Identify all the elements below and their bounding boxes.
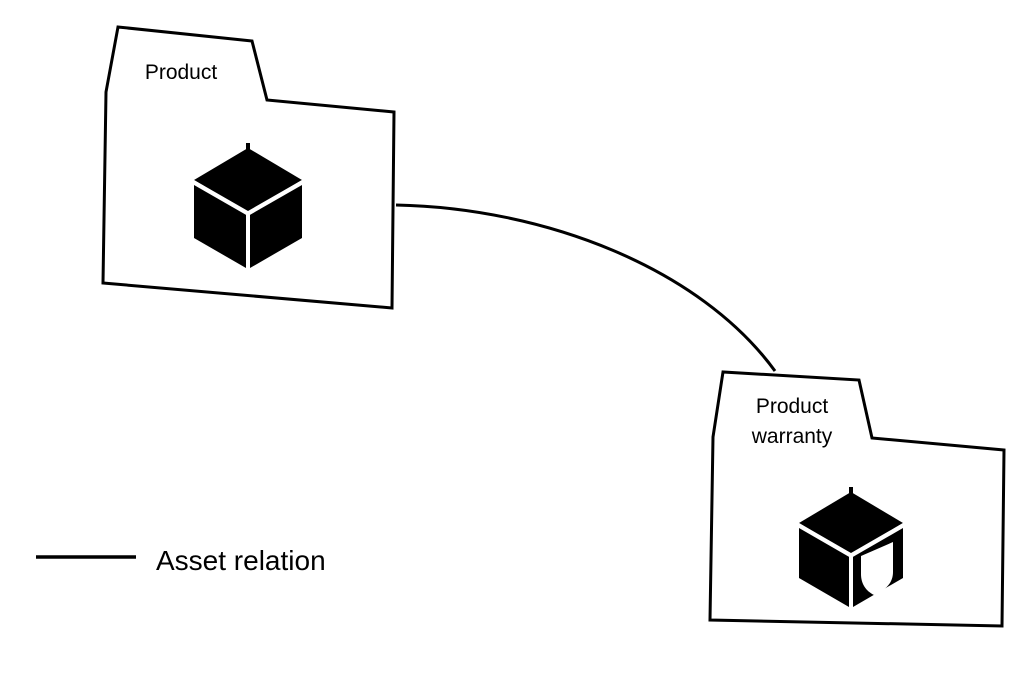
legend: Asset relation: [36, 545, 326, 576]
node-product-warranty[interactable]: Product warranty: [708, 370, 1006, 628]
legend-label-asset-relation: Asset relation: [156, 545, 326, 576]
node-label-product-warranty-line1: Product: [756, 395, 829, 418]
edge-product-to-warranty[interactable]: [395, 203, 777, 372]
node-product[interactable]: Product: [101, 25, 396, 310]
cube-icon: [194, 143, 302, 270]
node-label-product-warranty-line2: warranty: [751, 425, 833, 448]
node-label-product: Product: [145, 61, 218, 84]
cube-shield-icon: [799, 487, 903, 609]
